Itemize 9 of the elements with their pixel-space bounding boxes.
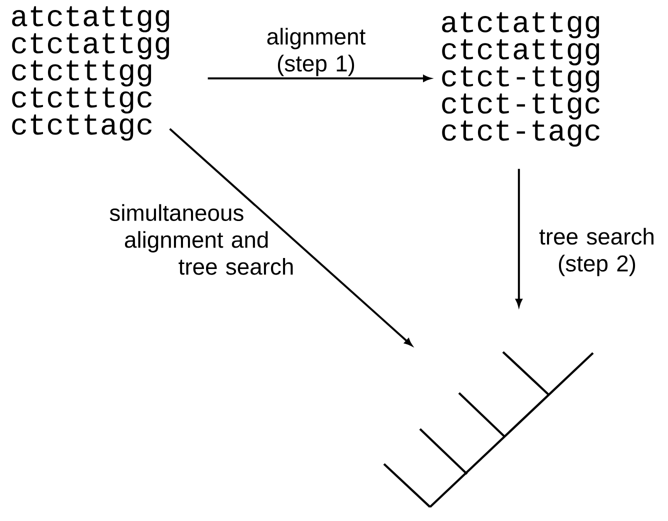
arrow bbox=[516, 168, 522, 307]
arrow bbox=[208, 75, 431, 82]
arrow bbox=[169, 128, 412, 346]
edge-label: tree search (step 2) bbox=[539, 228, 654, 276]
tree-drawing bbox=[383, 351, 594, 508]
sequence-list: atctattgg ctctattgg ctctttgg ctctttgc ctcttagc bbox=[12, 6, 170, 141]
edge-label: simultaneous alignment and tree search bbox=[110, 204, 293, 275]
edge-label: alignment (step 1) bbox=[267, 28, 366, 76]
sequence-list: atctattgg ctctattgg ctct-ttgg ctct-ttgc ctct-tagc bbox=[442, 12, 600, 147]
